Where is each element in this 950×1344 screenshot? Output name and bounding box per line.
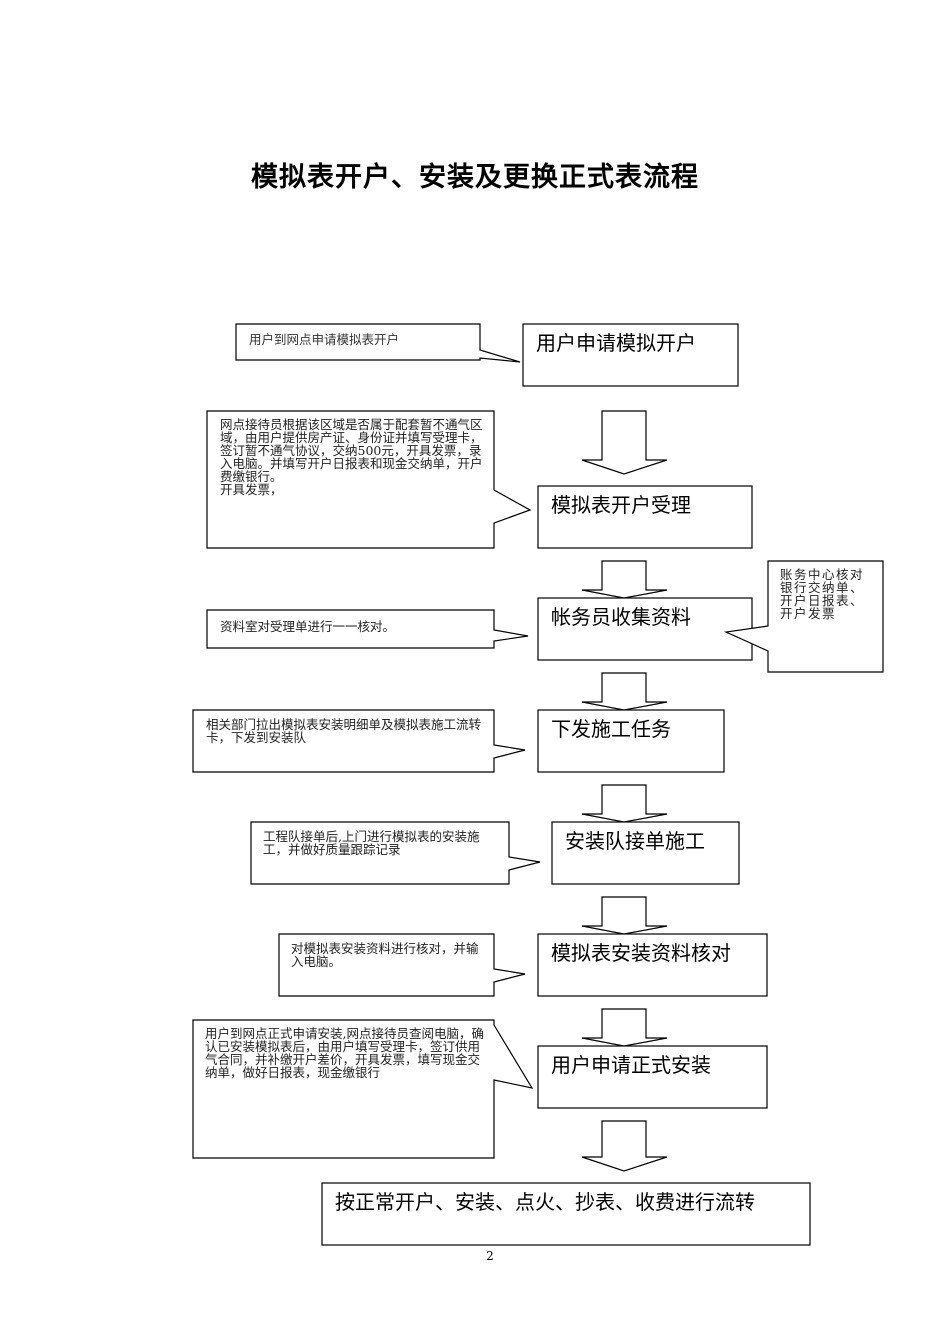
arrow-down-icon <box>581 410 668 475</box>
note-8-text: 用户到网点正式申请安装,网点接待员查阅电脑，确认已安装模拟表后，由用户填写受理卡… <box>205 1026 484 1080</box>
step-box-1 <box>522 323 739 387</box>
step-box-6 <box>537 933 768 997</box>
callout-shape-7 <box>278 933 526 997</box>
step-box-7 <box>537 1045 768 1109</box>
step-7-label: 用户申请正式安装 <box>551 1053 711 1077</box>
step-box-5 <box>551 821 740 885</box>
note-7-text: 对模拟表安装资料进行核对，并输入电脑。 <box>291 941 479 969</box>
note-4-text: 账务中心核对银行交纳单、开户日报表、开户发票 <box>780 567 865 621</box>
callout-shape-5 <box>192 709 526 773</box>
step-5-label: 安装队接单施工 <box>565 829 705 853</box>
arrow-down-icon <box>581 1120 668 1172</box>
step-box-8 <box>321 1182 811 1246</box>
step-6-label: 模拟表安装资料核对 <box>551 941 731 965</box>
arrow-down-icon <box>581 784 668 823</box>
step-8-label: 按正常开户、安装、点火、抄表、收费进行流转 <box>335 1190 755 1214</box>
note-2-text: 网点接待员根据该区域是否属于配套暂不通气区域，由用户提供房产证、身份证并填写受理… <box>220 417 483 497</box>
arrow-down-icon <box>581 560 668 599</box>
note-3-text: 资料室对受理单进行一一核对。 <box>220 619 396 634</box>
callout-shape-4 <box>723 560 884 673</box>
step-box-4 <box>537 709 725 773</box>
arrow-down-icon <box>581 896 668 935</box>
page-number: 2 <box>486 1249 494 1263</box>
callout-shape-8 <box>192 1019 534 1159</box>
callout-shape-6 <box>250 821 541 885</box>
callout-shape-2 <box>206 410 532 549</box>
callout-shape-3 <box>206 609 529 649</box>
step-box-2 <box>537 485 753 549</box>
arrow-down-icon <box>581 672 668 711</box>
step-1-label: 用户申请模拟开户 <box>536 331 696 355</box>
step-4-label: 下发施工任务 <box>551 717 671 741</box>
step-box-3 <box>537 597 753 661</box>
callout-shape-1 <box>235 323 521 363</box>
step-3-label: 帐务员收集资料 <box>551 605 691 629</box>
page-title: 模拟表开户、安装及更换正式表流程 <box>251 162 699 193</box>
arrow-down-icon <box>581 1008 668 1047</box>
note-5-text: 相关部门拉出模拟表安装明细单及模拟表施工流转卡，下发到安装队 <box>206 717 482 745</box>
note-6-text: 工程队接单后,上门进行模拟表的安装施工，并做好质量跟踪记录 <box>263 829 480 857</box>
note-1-text: 用户到网点申请模拟表开户 <box>249 332 400 347</box>
step-2-label: 模拟表开户受理 <box>551 493 691 517</box>
